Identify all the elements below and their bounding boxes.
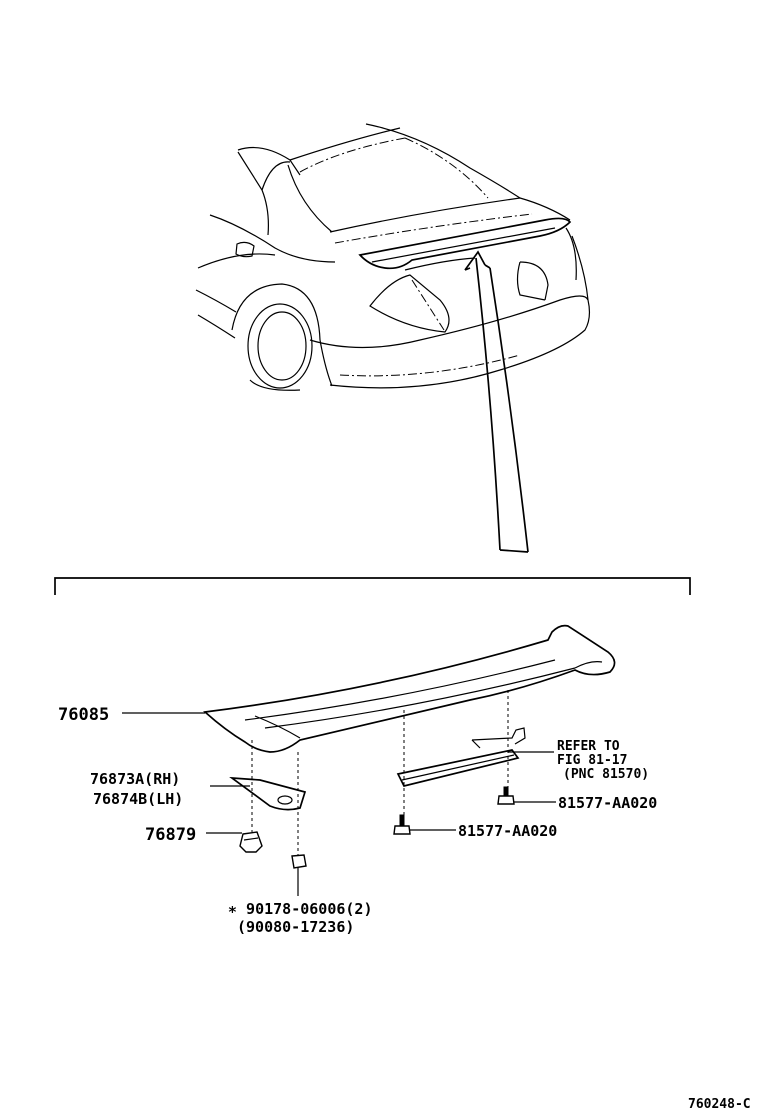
leader-lines [122, 712, 556, 896]
rear-spoiler [203, 624, 616, 753]
screw-lower-icon [393, 814, 411, 835]
figure-code: 760248-C [688, 1097, 751, 1112]
label-76874b: 76874B(LH) [93, 790, 183, 808]
label-76873a: 76873A(RH) [90, 770, 180, 788]
label-76879: 76879 [145, 825, 196, 845]
stop-lamp [396, 727, 526, 787]
screw-upper-icon [497, 786, 515, 805]
alignment-lines [251, 690, 509, 855]
label-76085: 76085 [58, 705, 109, 725]
label-fig: FIG 81-17 [557, 753, 627, 768]
detail-frame [54, 577, 691, 595]
label-90080: (90080-17236) [237, 918, 354, 936]
nut-icon [291, 854, 307, 869]
clip-76879-icon [239, 831, 263, 853]
label-90178: ∗ 90178-06006(2) [228, 900, 373, 918]
label-81577-upper: 81577-AA020 [558, 794, 657, 812]
label-pnc: (PNC 81570) [563, 767, 649, 782]
side-bracket [229, 776, 307, 811]
label-81577-lower: 81577-AA020 [458, 822, 557, 840]
label-refer-to: REFER TO [557, 739, 620, 754]
car-rear-illustration [195, 123, 591, 553]
